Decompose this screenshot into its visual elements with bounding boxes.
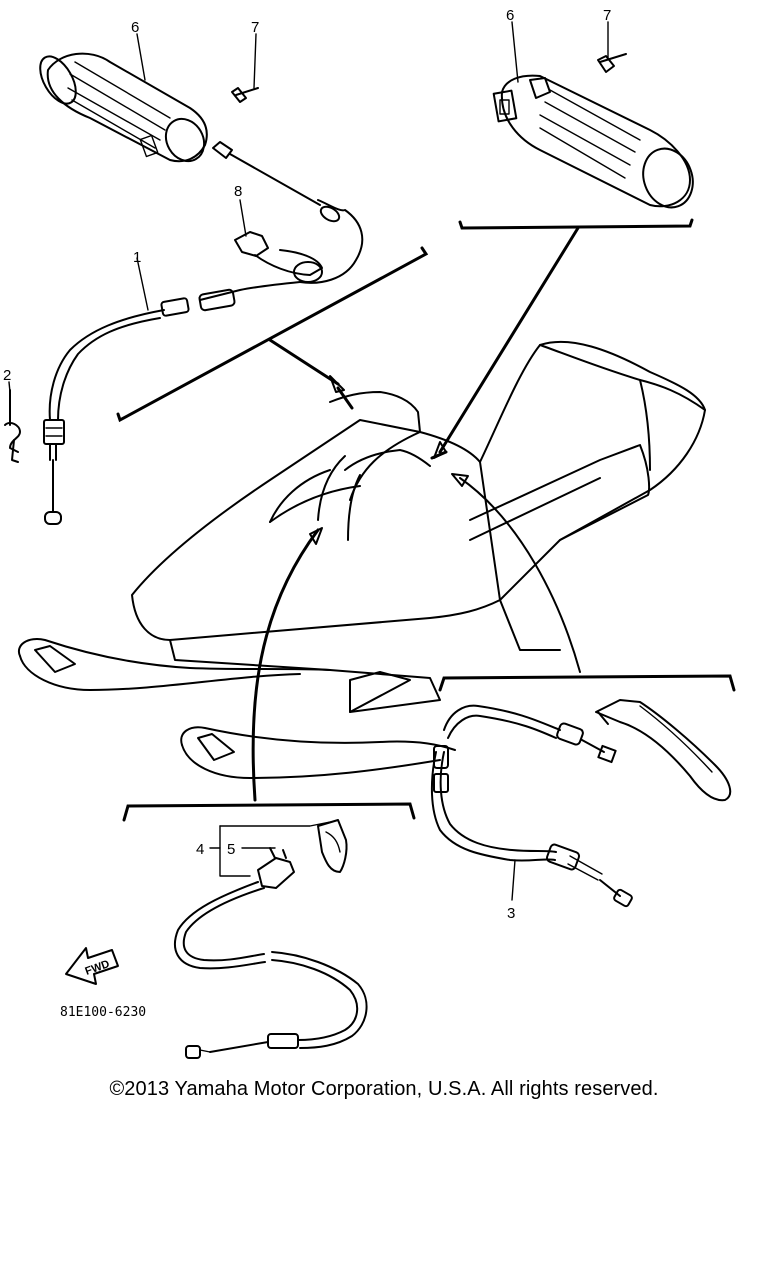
fwd-arrow-icon: FWD bbox=[65, 947, 119, 985]
drawing-code: 81E100-6230 bbox=[60, 1005, 146, 1020]
copyright-notice: ©2013 Yamaha Motor Corporation, U.S.A. A… bbox=[109, 1078, 659, 1100]
left-group-bracket bbox=[116, 246, 429, 423]
callout-4: 4 bbox=[196, 841, 204, 858]
parts-diagram: FWD 6 7 6 7 8 1 2 3 4 5 81E100-6230 bbox=[3, 7, 736, 1059]
callout-3: 3 bbox=[507, 905, 515, 922]
right-grip-group bbox=[433, 53, 694, 459]
callout-7-right: 7 bbox=[603, 7, 611, 24]
brake-cable-group bbox=[430, 473, 736, 908]
callout-8: 8 bbox=[234, 183, 242, 200]
callout-1: 1 bbox=[133, 249, 141, 266]
left-grip-group bbox=[4, 52, 364, 525]
snowmobile-body bbox=[17, 340, 706, 779]
callout-leaders bbox=[8, 21, 609, 393]
callout-6-left: 6 bbox=[131, 19, 139, 36]
callout-6-right: 6 bbox=[506, 7, 514, 24]
fwd-label: FWD bbox=[84, 958, 112, 978]
callout-5: 5 bbox=[227, 841, 235, 858]
callout-7-left: 7 bbox=[251, 19, 259, 36]
callout-2: 2 bbox=[3, 367, 11, 384]
choke-cable-group bbox=[122, 527, 416, 1059]
